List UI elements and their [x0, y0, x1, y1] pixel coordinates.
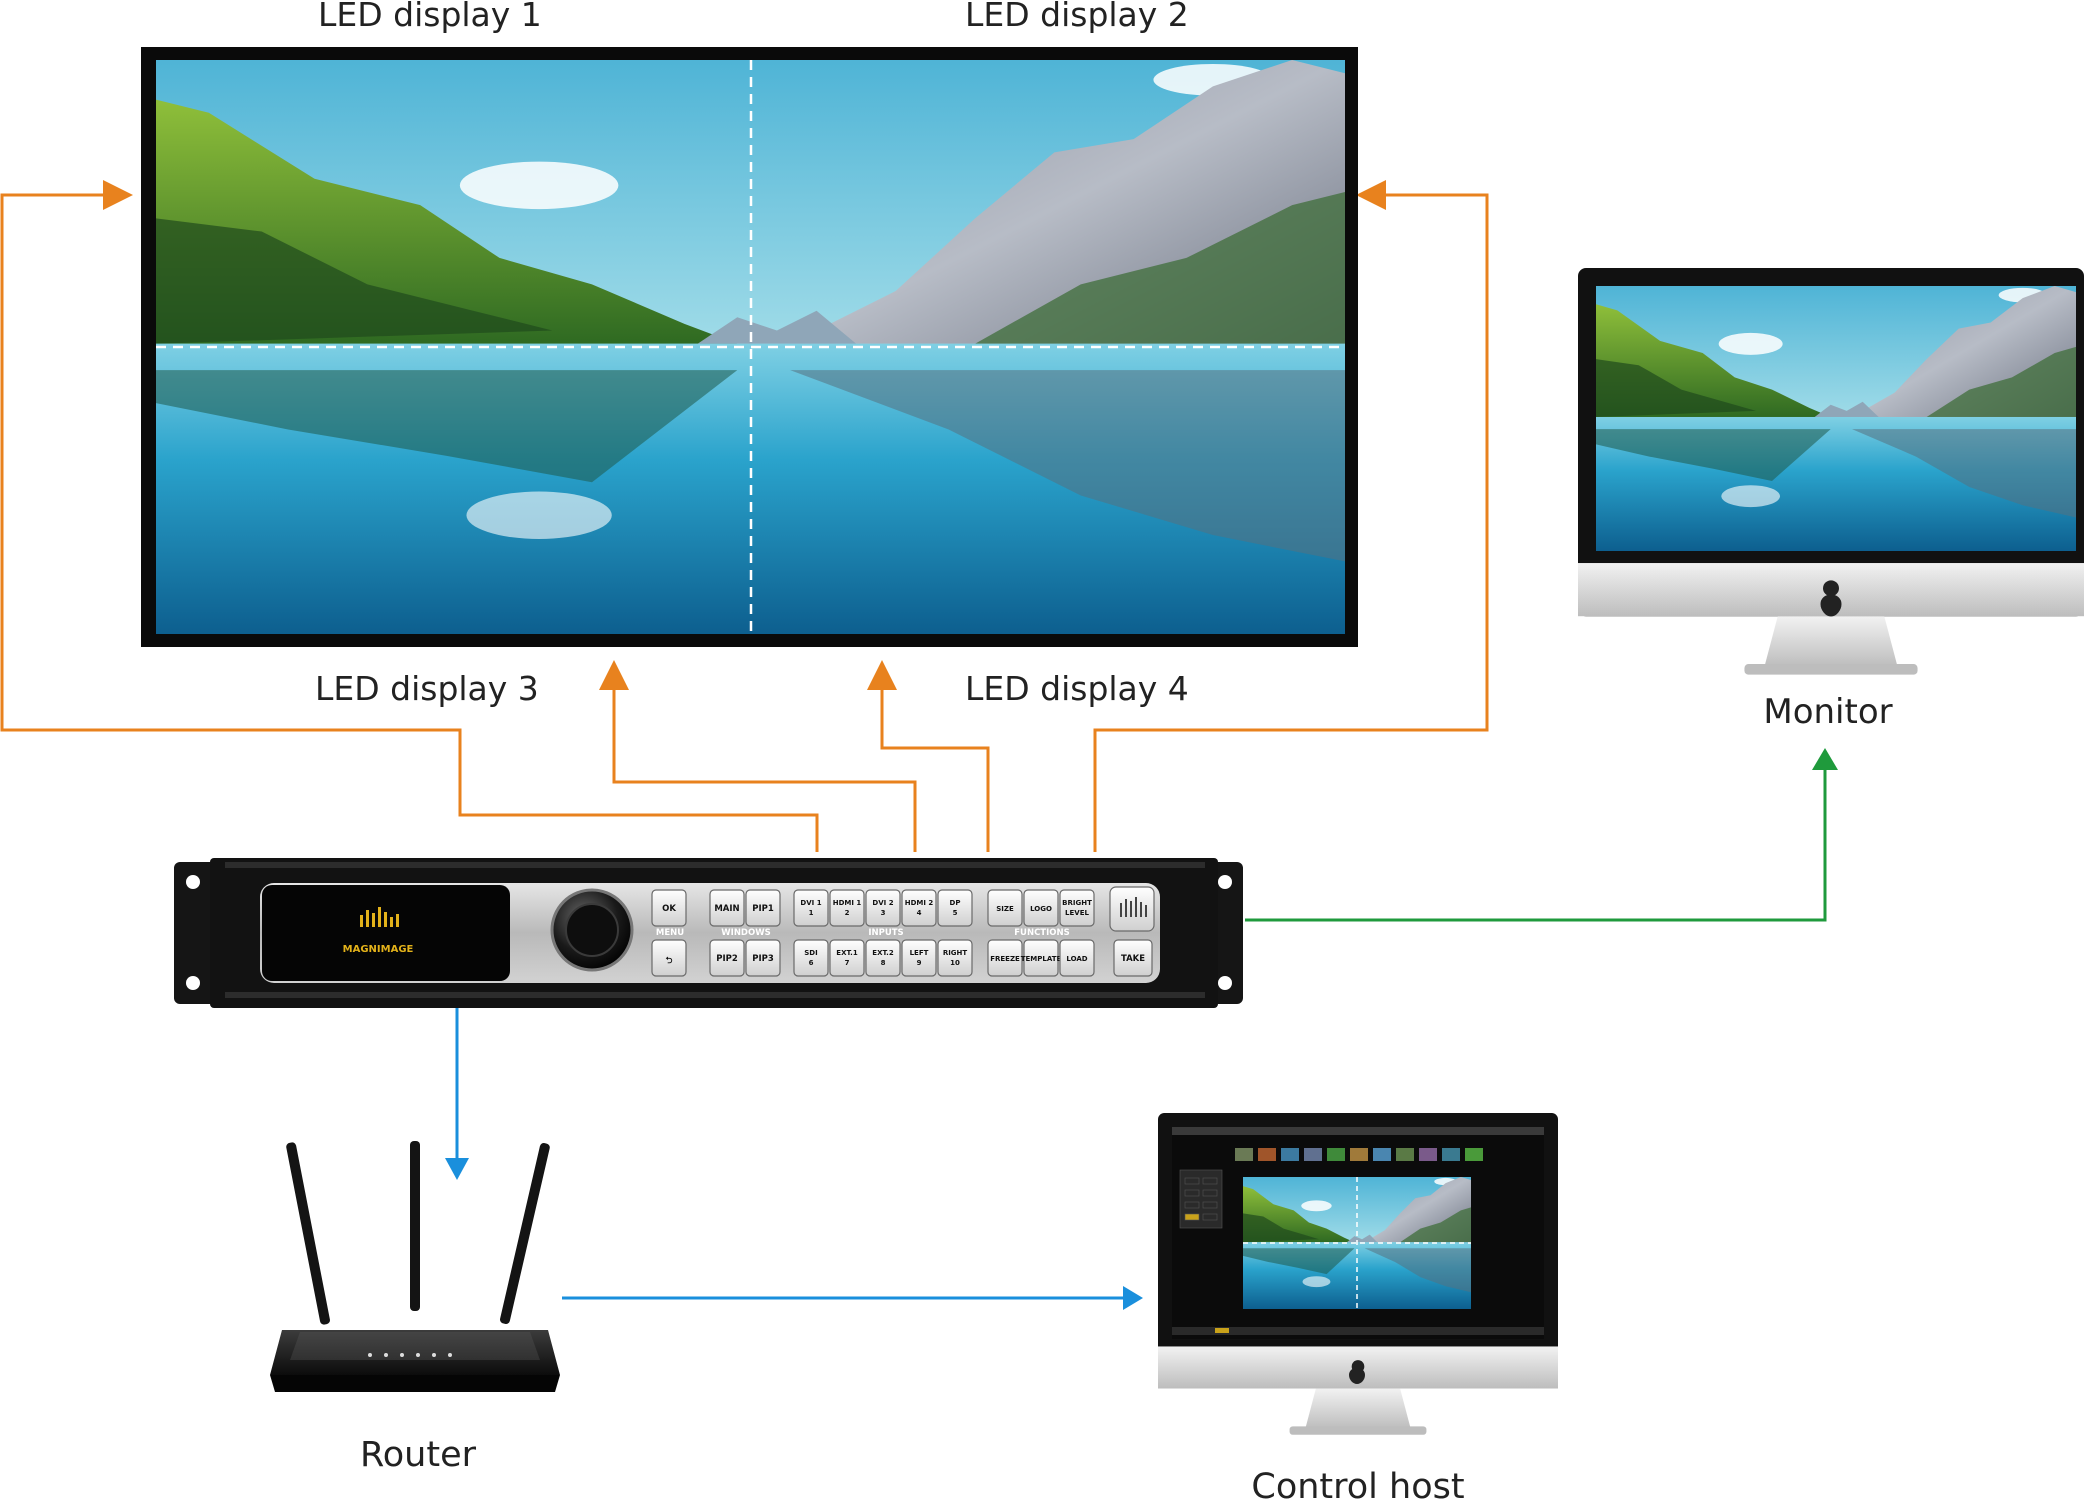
router-antenna-right — [500, 1143, 550, 1324]
svg-text:TEMPLATE: TEMPLATE — [1021, 955, 1062, 963]
svg-text:3: 3 — [881, 909, 886, 917]
label-led-display-3: LED display 3 — [315, 669, 539, 708]
take-button[interactable]: TAKE — [1113, 939, 1153, 977]
left-button[interactable]: LEFT 9 — [901, 939, 937, 977]
svg-text:2: 2 — [845, 909, 850, 917]
ext2-button[interactable]: EXT.2 8 — [865, 939, 901, 977]
magnimage-logo-icon — [360, 907, 399, 927]
router-antenna-left — [286, 1142, 330, 1325]
svg-text:DVI 1: DVI 1 — [800, 899, 821, 907]
sdi-button[interactable]: SDI 6 — [793, 939, 829, 977]
video-processor: MAGNIMAGE MENU WINDOWS INPUTS FUNCTIONS … — [174, 858, 1243, 1008]
svg-text:FREEZE: FREEZE — [990, 955, 1020, 963]
svg-text:PIP1: PIP1 — [752, 904, 774, 914]
monitor-line — [1245, 748, 1838, 922]
label-router: Router — [360, 1435, 477, 1475]
svg-text:LEVEL: LEVEL — [1065, 909, 1089, 917]
svg-text:EXT.2: EXT.2 — [872, 949, 894, 957]
svg-text:PIP3: PIP3 — [752, 954, 774, 964]
freeze-button[interactable]: FREEZE — [987, 939, 1023, 977]
back-button[interactable]: ⮌ — [651, 939, 687, 977]
label-led-display-2: LED display 2 — [965, 0, 1189, 34]
svg-text:⮌: ⮌ — [666, 956, 673, 966]
ext1-button[interactable]: EXT.1 7 — [829, 939, 865, 977]
apple-logo-icon — [1349, 1368, 1365, 1384]
label-monitor: Monitor — [1763, 692, 1892, 732]
logo-button[interactable]: LOGO — [1023, 889, 1059, 927]
svg-text:LOAD: LOAD — [1066, 955, 1087, 963]
router-antenna-middle — [410, 1141, 420, 1311]
ok-button[interactable]: OK — [651, 889, 687, 927]
hdmi1-button[interactable]: HDMI 1 2 — [829, 889, 865, 927]
apple-logo-icon — [1820, 586, 1842, 617]
group-label-functions: FUNCTIONS — [1014, 928, 1069, 938]
svg-text:HDMI 2: HDMI 2 — [905, 899, 934, 907]
svg-text:1: 1 — [809, 909, 814, 917]
line-to-led1 — [0, 180, 819, 852]
brand-name: MAGNIMAGE — [343, 944, 414, 955]
dvi2-button[interactable]: DVI 2 3 — [865, 889, 901, 927]
svg-text:8: 8 — [881, 959, 886, 967]
thumbnail-strip — [1235, 1148, 1483, 1161]
label-control-host: Control host — [1251, 1467, 1464, 1501]
svg-text:LEFT: LEFT — [910, 949, 929, 957]
svg-text:LOGO: LOGO — [1030, 905, 1052, 913]
main-button[interactable]: MAIN — [709, 889, 745, 927]
processor-display — [262, 885, 510, 981]
svg-text:OK: OK — [662, 904, 676, 914]
bright-level-button[interactable]: BRIGHT LEVEL — [1059, 889, 1095, 927]
svg-text:6: 6 — [809, 959, 814, 967]
svg-text:SDI: SDI — [804, 949, 817, 957]
svg-text:BRIGHT: BRIGHT — [1062, 899, 1092, 907]
svg-text:MAIN: MAIN — [714, 904, 739, 914]
svg-text:TAKE: TAKE — [1121, 954, 1145, 964]
router — [270, 1141, 560, 1392]
svg-text:PIP2: PIP2 — [716, 954, 738, 964]
line-to-led4 — [867, 660, 990, 852]
svg-text:HDMI 1: HDMI 1 — [833, 899, 862, 907]
pip3-button[interactable]: PIP3 — [745, 939, 781, 977]
right-button[interactable]: RIGHT 10 — [937, 939, 973, 977]
svg-text:7: 7 — [845, 959, 850, 967]
hdmi2-button[interactable]: HDMI 2 4 — [901, 889, 937, 927]
svg-text:SIZE: SIZE — [996, 905, 1014, 913]
brand-badge — [1109, 886, 1155, 932]
side-control-panel — [1179, 1169, 1223, 1229]
svg-text:DVI 2: DVI 2 — [872, 899, 893, 907]
svg-text:10: 10 — [950, 959, 960, 967]
label-led-display-4: LED display 4 — [965, 669, 1189, 708]
svg-text:DP: DP — [950, 899, 961, 907]
svg-text:9: 9 — [917, 959, 922, 967]
network-lines — [445, 1005, 1143, 1310]
pip1-button[interactable]: PIP1 — [745, 889, 781, 927]
group-label-menu: MENU — [656, 928, 684, 938]
dp-button[interactable]: DP 5 — [937, 889, 973, 927]
svg-text:5: 5 — [953, 909, 958, 917]
svg-text:RIGHT: RIGHT — [943, 949, 968, 957]
line-to-led2 — [1093, 180, 1489, 852]
output-lines — [0, 180, 1489, 852]
group-label-inputs: INPUTS — [868, 928, 903, 938]
load-button[interactable]: LOAD — [1059, 939, 1095, 977]
size-button[interactable]: SIZE — [987, 889, 1023, 927]
template-button[interactable]: TEMPLATE — [1021, 939, 1062, 977]
dvi1-button[interactable]: DVI 1 1 — [793, 889, 829, 927]
monitor — [1578, 268, 2084, 675]
line-to-led3 — [599, 660, 917, 852]
label-led-display-1: LED display 1 — [318, 0, 542, 34]
svg-text:EXT.1: EXT.1 — [836, 949, 858, 957]
led-wall — [141, 47, 1358, 647]
pip2-button[interactable]: PIP2 — [709, 939, 745, 977]
svg-text:4: 4 — [917, 909, 922, 917]
control-host — [1158, 1113, 1558, 1435]
group-label-windows: WINDOWS — [721, 928, 770, 938]
